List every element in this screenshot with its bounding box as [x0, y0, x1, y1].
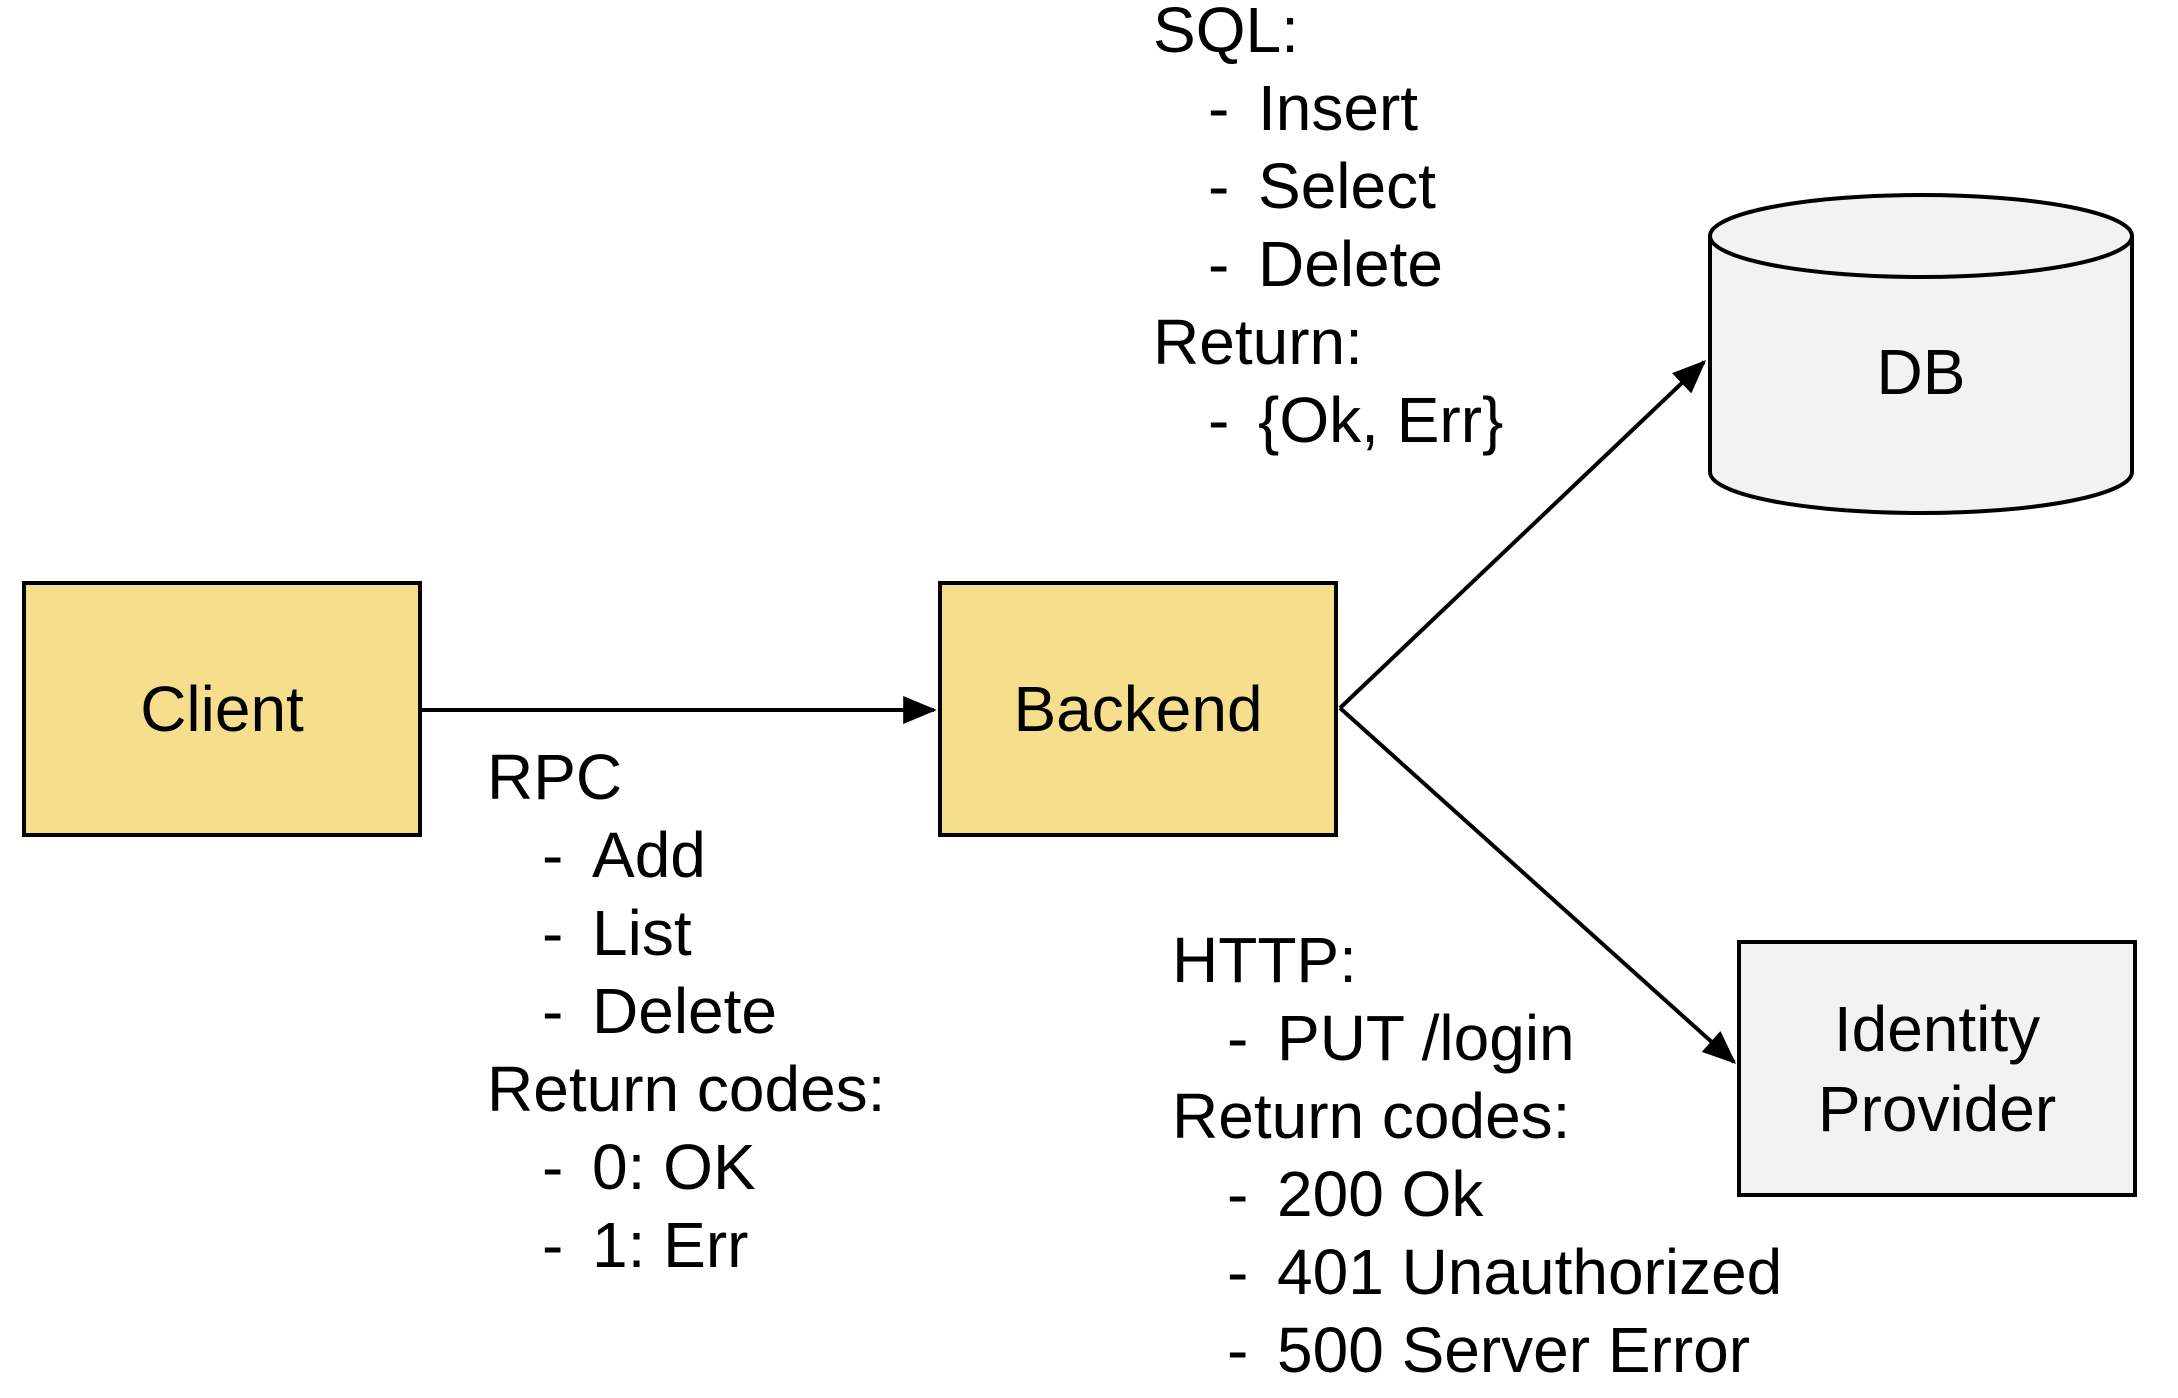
- annotation-item-text: List: [592, 897, 692, 969]
- annotation-item-text: Add: [592, 819, 706, 891]
- annotation-item: -401 Unauthorized: [1172, 1233, 1782, 1311]
- edge-annotation-sql: SQL: -Insert -Select -Delete Return: -{O…: [1153, 0, 1503, 459]
- annotation-title: HTTP:: [1172, 924, 1357, 996]
- bullet-dash: -: [1227, 1002, 1249, 1074]
- node-identity-provider-label: Identity Provider: [1817, 992, 2057, 1145]
- annotation-item: -List: [487, 894, 885, 972]
- bullet-dash: -: [542, 975, 564, 1047]
- bullet-dash: -: [1208, 72, 1230, 144]
- annotation-item: -{Ok, Err}: [1153, 381, 1503, 459]
- annotation-item-text: {Ok, Err}: [1258, 384, 1504, 456]
- node-identity-provider: Identity Provider: [1737, 940, 2137, 1197]
- node-db-label: DB: [1876, 336, 1966, 408]
- annotation-item-text: Insert: [1258, 72, 1419, 144]
- annotation-item-text: 500 Server Error: [1277, 1314, 1751, 1386]
- bullet-dash: -: [1208, 384, 1230, 456]
- annotation-item: -500 Server Error: [1172, 1311, 1782, 1389]
- bullet-dash: -: [542, 819, 564, 891]
- annotation-item-text: Delete: [1258, 228, 1443, 300]
- db-cylinder-shape: [1708, 193, 2134, 515]
- annotation-item: -Add: [487, 816, 885, 894]
- bullet-dash: -: [1208, 150, 1230, 222]
- annotation-title: RPC: [487, 741, 623, 813]
- arrow-backend-to-db: [1338, 360, 1707, 710]
- annotation-title: SQL:: [1153, 0, 1299, 66]
- annotation-item: -Delete: [1153, 225, 1503, 303]
- annotation-item-text: 1: Err: [592, 1209, 749, 1281]
- arrow-backend-to-identity-provider: [1338, 706, 1737, 1064]
- annotation-item-text: 200 Ok: [1277, 1158, 1484, 1230]
- annotation-item-text: Select: [1258, 150, 1436, 222]
- annotation-subtitle: Return:: [1153, 306, 1363, 378]
- annotation-item: -Select: [1153, 147, 1503, 225]
- annotation-item: -PUT /login: [1172, 999, 1782, 1077]
- annotation-item-text: 401 Unauthorized: [1277, 1236, 1783, 1308]
- node-client-label: Client: [140, 673, 304, 745]
- annotation-item: -200 Ok: [1172, 1155, 1782, 1233]
- annotation-item: -1: Err: [487, 1206, 885, 1284]
- bullet-dash: -: [542, 1209, 564, 1281]
- bullet-dash: -: [542, 1131, 564, 1203]
- annotation-item: -Insert: [1153, 69, 1503, 147]
- annotation-subtitle: Return codes:: [1172, 1080, 1571, 1152]
- annotation-item-text: Delete: [592, 975, 777, 1047]
- annotation-item: -0: OK: [487, 1128, 885, 1206]
- node-backend-label: Backend: [1013, 673, 1263, 745]
- annotation-item-text: 0: OK: [592, 1131, 756, 1203]
- edge-annotation-rpc: RPC -Add -List -Delete Return codes: -0:…: [487, 738, 885, 1284]
- bullet-dash: -: [1227, 1236, 1249, 1308]
- annotation-item: -Delete: [487, 972, 885, 1050]
- node-backend: Backend: [938, 581, 1338, 837]
- bullet-dash: -: [1208, 228, 1230, 300]
- bullet-dash: -: [542, 897, 564, 969]
- annotation-subtitle: Return codes:: [487, 1053, 886, 1125]
- node-client: Client: [22, 581, 422, 837]
- bullet-dash: -: [1227, 1314, 1249, 1386]
- bullet-dash: -: [1227, 1158, 1249, 1230]
- annotation-item-text: PUT /login: [1277, 1002, 1575, 1074]
- edge-annotation-http: HTTP: -PUT /login Return codes: -200 Ok …: [1172, 921, 1782, 1389]
